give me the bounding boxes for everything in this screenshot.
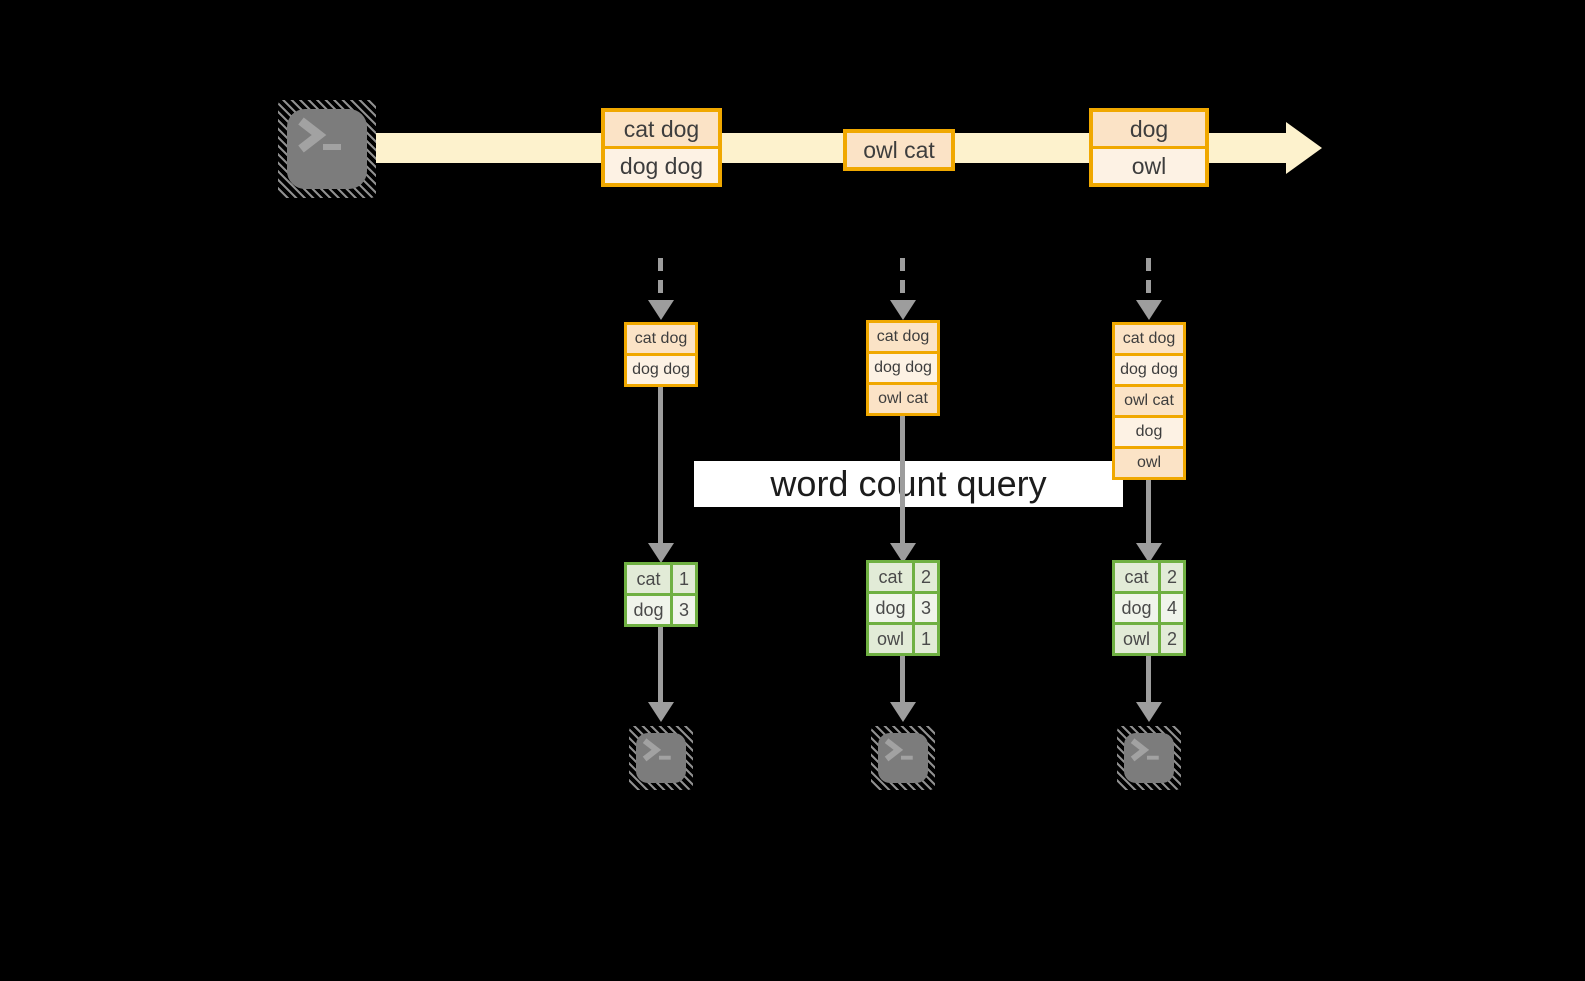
down-arrowhead-icon xyxy=(648,702,674,722)
table-row: owl 2 xyxy=(1115,625,1183,653)
table-row: cat 2 xyxy=(1115,563,1183,591)
result-table-3: cat 2 dog 4 owl 2 xyxy=(1112,560,1186,656)
input-line: cat dog xyxy=(627,325,695,353)
word-cell: dog xyxy=(1115,594,1158,622)
input-table-2: cat dog dog dog owl cat xyxy=(866,320,940,416)
word-cell: cat xyxy=(627,565,670,593)
query-label: word count query xyxy=(770,463,1047,504)
table-row: dog 3 xyxy=(869,594,937,622)
word-cell: owl xyxy=(869,625,912,653)
stream-event-box-3: dog owl xyxy=(1089,108,1209,187)
word-cell: dog xyxy=(627,596,670,624)
sink-connector-line xyxy=(900,656,905,702)
input-line: dog xyxy=(1115,415,1183,446)
count-cell: 2 xyxy=(1161,563,1183,591)
query-connector-line xyxy=(658,385,663,543)
terminal-prompt-icon xyxy=(642,738,671,762)
count-cell: 3 xyxy=(915,594,937,622)
batch-arrow-dashed-line xyxy=(900,258,905,300)
count-cell: 1 xyxy=(673,565,695,593)
stream-event-line: owl xyxy=(1093,146,1205,183)
query-connector-line xyxy=(1146,478,1151,543)
stream-event-box-1: cat dog dog dog xyxy=(601,108,722,187)
input-line: dog dog xyxy=(1115,353,1183,384)
count-cell: 2 xyxy=(1161,625,1183,653)
down-arrowhead-icon xyxy=(1136,300,1162,320)
down-arrowhead-icon xyxy=(648,543,674,563)
input-line: dog dog xyxy=(627,353,695,384)
table-row: cat 1 xyxy=(627,565,695,593)
stream-event-line: cat dog xyxy=(605,112,718,146)
table-row: cat 2 xyxy=(869,563,937,591)
result-table-1: cat 1 dog 3 xyxy=(624,562,698,627)
input-line: owl xyxy=(1115,446,1183,477)
terminal-prompt-icon xyxy=(1130,738,1159,762)
word-cell: cat xyxy=(869,563,912,591)
sink-terminal-icon-3 xyxy=(1117,726,1181,790)
input-line: cat dog xyxy=(869,323,937,351)
input-table-3: cat dog dog dog owl cat dog owl xyxy=(1112,322,1186,480)
stream-event-line: dog dog xyxy=(605,146,718,183)
input-line: cat dog xyxy=(1115,325,1183,353)
source-terminal-icon xyxy=(278,100,376,198)
sink-terminal-icon-2 xyxy=(871,726,935,790)
count-cell: 4 xyxy=(1161,594,1183,622)
word-cell: cat xyxy=(1115,563,1158,591)
table-row: dog 3 xyxy=(627,596,695,624)
query-label-box: word count query xyxy=(694,461,1123,507)
count-cell: 2 xyxy=(915,563,937,591)
down-arrowhead-icon xyxy=(1136,702,1162,722)
stream-event-box-2: owl cat xyxy=(843,129,955,171)
input-line: dog dog xyxy=(869,351,937,382)
count-cell: 3 xyxy=(673,596,695,624)
table-row: owl 1 xyxy=(869,625,937,653)
input-line: owl cat xyxy=(869,382,937,413)
input-table-1: cat dog dog dog xyxy=(624,322,698,387)
stream-arrowhead-icon xyxy=(1286,122,1322,174)
down-arrowhead-icon xyxy=(1136,543,1162,563)
down-arrowhead-icon xyxy=(648,300,674,320)
batch-arrow-dashed-line xyxy=(658,258,663,300)
stream-event-line: owl cat xyxy=(847,133,951,167)
down-arrowhead-icon xyxy=(890,300,916,320)
table-row: dog 4 xyxy=(1115,594,1183,622)
stream-event-line: dog xyxy=(1093,112,1205,146)
word-cell: dog xyxy=(869,594,912,622)
terminal-prompt-icon xyxy=(298,117,341,153)
word-cell: owl xyxy=(1115,625,1158,653)
down-arrowhead-icon xyxy=(890,543,916,563)
input-line: owl cat xyxy=(1115,384,1183,415)
batch-arrow-dashed-line xyxy=(1146,258,1151,300)
sink-connector-line xyxy=(658,627,663,702)
terminal-prompt-icon xyxy=(884,738,913,762)
query-connector-line xyxy=(900,414,905,543)
sink-terminal-icon-1 xyxy=(629,726,693,790)
down-arrowhead-icon xyxy=(890,702,916,722)
count-cell: 1 xyxy=(915,625,937,653)
result-table-2: cat 2 dog 3 owl 1 xyxy=(866,560,940,656)
sink-connector-line xyxy=(1146,656,1151,702)
